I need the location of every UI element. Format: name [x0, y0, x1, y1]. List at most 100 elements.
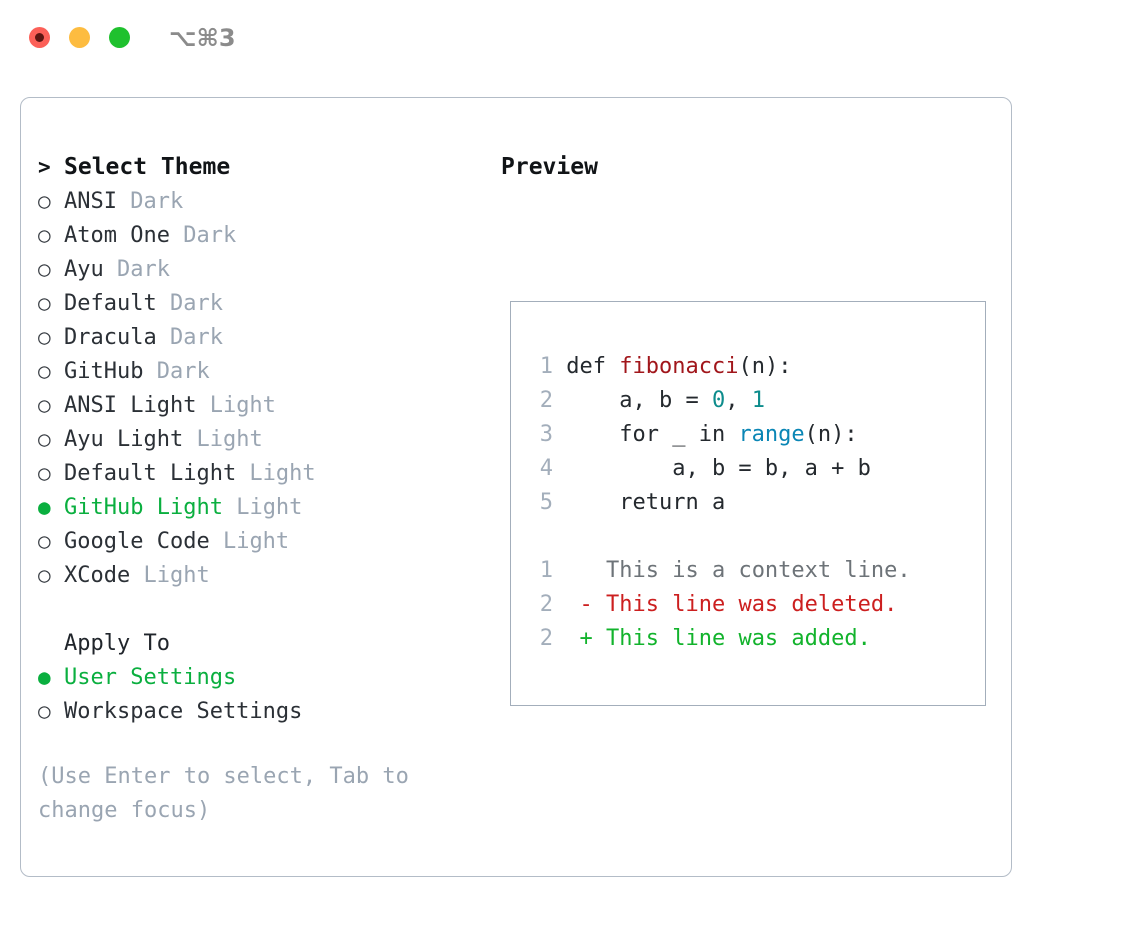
diff-sign	[580, 558, 593, 583]
code-token: a, b =	[566, 388, 712, 413]
code-token: return a	[566, 490, 726, 515]
theme-list-item[interactable]: ○ Dracula Dark	[38, 320, 488, 354]
radio-unselected-icon: ○	[38, 699, 51, 723]
code-token: 1	[751, 388, 765, 413]
diff-line: 2 + This line was added.	[533, 622, 911, 656]
theme-name-label: Default	[64, 291, 157, 316]
diff-text: This line was added.	[592, 626, 871, 651]
preview-column: Preview	[501, 150, 598, 184]
line-number: 3	[539, 422, 553, 447]
window-titlebar: ⌥⌘3	[0, 0, 1140, 76]
diff-line: 1 This is a context line.	[533, 554, 911, 588]
radio-unselected-icon: ○	[38, 257, 51, 281]
radio-unselected-icon: ○	[38, 563, 51, 587]
theme-variant-label: Dark	[169, 223, 237, 248]
radio-unselected-icon: ○	[38, 325, 51, 349]
theme-variant-label: Dark	[156, 325, 223, 350]
theme-name-label: GitHub	[64, 359, 144, 384]
theme-name-label: Dracula	[64, 325, 157, 350]
code-token: (n):	[804, 422, 858, 447]
maximize-window-button[interactable]	[109, 27, 130, 48]
diff-sign: -	[579, 592, 593, 617]
code-token: fibonacci	[619, 354, 739, 379]
apply-to-option-label: Workspace Settings	[64, 699, 303, 724]
diff-sign: +	[579, 626, 593, 651]
theme-variant-label: Dark	[103, 257, 170, 282]
theme-name-label: Default Light	[64, 461, 237, 486]
theme-list-item[interactable]: ○ Default Dark	[38, 286, 488, 320]
code-token: def	[566, 354, 620, 379]
line-number: 1	[539, 558, 553, 583]
main-panel: >Select Theme ○ANSI Dark○Atom One Dark○A…	[20, 97, 1012, 877]
theme-variant-label: Dark	[116, 189, 184, 214]
line-number: 2	[539, 388, 553, 413]
keyboard-hint-text: (Use Enter to select, Tab to change focu…	[38, 764, 409, 823]
theme-list-item[interactable]: ○GitHub Dark	[38, 354, 488, 388]
theme-list-item[interactable]: ○ ANSI Dark	[38, 184, 488, 218]
theme-name-label: Ayu Light	[64, 427, 184, 452]
theme-list: ○ANSI Dark○Atom One Dark○Ayu Dark○Defaul…	[38, 184, 488, 592]
radio-unselected-icon: ○	[38, 529, 51, 553]
theme-variant-label: Light	[222, 495, 303, 520]
theme-variant-label: Dark	[143, 359, 210, 384]
select-theme-heading-label: Select Theme	[64, 154, 231, 180]
diff-text: This line was deleted.	[592, 592, 898, 617]
theme-variant-label: Light	[209, 529, 290, 554]
theme-name-label: GitHub Light	[64, 495, 223, 520]
theme-list-item[interactable]: ● GitHub Light Light	[38, 490, 488, 524]
theme-name-label: ANSI	[64, 189, 117, 214]
theme-list-item[interactable]: ○ Atom One Dark	[38, 218, 488, 252]
diff-line: 2 - This line was deleted.	[533, 588, 911, 622]
theme-variant-label: Light	[236, 461, 316, 486]
apply-to-heading: ○Apply To	[38, 626, 488, 660]
theme-list-item[interactable]: ○ANSI Light Light	[38, 388, 488, 422]
code-line: 2 a, b = 0, 1	[533, 384, 911, 418]
theme-list-item[interactable]: ○ Default Light Light	[38, 456, 488, 490]
theme-variant-label: Light	[130, 563, 210, 588]
select-theme-heading: > Select Theme	[38, 150, 488, 184]
radio-unselected-icon: ○	[38, 291, 51, 315]
apply-to-option[interactable]: ● User Settings	[38, 660, 488, 694]
close-window-button[interactable]	[29, 27, 50, 48]
radio-selected-icon: ●	[38, 665, 51, 689]
code-token: a, b = b, a + b	[566, 456, 871, 481]
line-number: 4	[539, 456, 553, 481]
apply-to-marker-placeholder: ○	[38, 626, 64, 660]
preview-title: Preview	[501, 154, 598, 180]
code-token: range	[738, 422, 805, 447]
diff-text: This is a context line.	[592, 558, 911, 583]
radio-unselected-icon: ○	[38, 427, 51, 451]
apply-to-heading-label: Apply To	[64, 631, 170, 656]
theme-variant-label: Light	[183, 427, 263, 452]
code-line: 4 a, b = b, a + b	[533, 452, 911, 486]
spacer	[38, 592, 488, 626]
theme-list-item[interactable]: ○ XCode Light	[38, 558, 488, 592]
theme-name-label: ANSI Light	[64, 393, 197, 418]
theme-list-item[interactable]: ○Ayu Dark	[38, 252, 488, 286]
theme-variant-label: Light	[196, 393, 276, 418]
theme-selector-column: >Select Theme ○ANSI Dark○Atom One Dark○A…	[38, 150, 488, 728]
focus-caret-icon: >	[38, 155, 51, 179]
theme-name-label: Atom One	[64, 223, 170, 248]
radio-selected-icon: ●	[38, 495, 51, 519]
theme-list-item[interactable]: ○ Google Code Light	[38, 524, 488, 558]
close-icon	[35, 33, 44, 42]
radio-unselected-icon: ○	[38, 223, 51, 247]
code-token: (n):	[738, 354, 792, 379]
radio-unselected-icon: ○	[38, 461, 51, 485]
code-token: 0	[711, 388, 726, 413]
theme-variant-label: Dark	[156, 291, 223, 316]
theme-name-label: XCode	[64, 563, 131, 588]
minimize-window-button[interactable]	[69, 27, 90, 48]
apply-to-option-label: User Settings	[64, 665, 237, 690]
line-number: 2	[539, 592, 553, 617]
radio-unselected-icon: ○	[38, 189, 51, 213]
theme-list-item[interactable]: ○ Ayu Light Light	[38, 422, 488, 456]
code-blank-line	[533, 520, 911, 554]
apply-to-option[interactable]: ○ Workspace Settings	[38, 694, 488, 728]
code-line: 5 return a	[533, 486, 911, 520]
theme-name-label: Google Code	[64, 529, 210, 554]
